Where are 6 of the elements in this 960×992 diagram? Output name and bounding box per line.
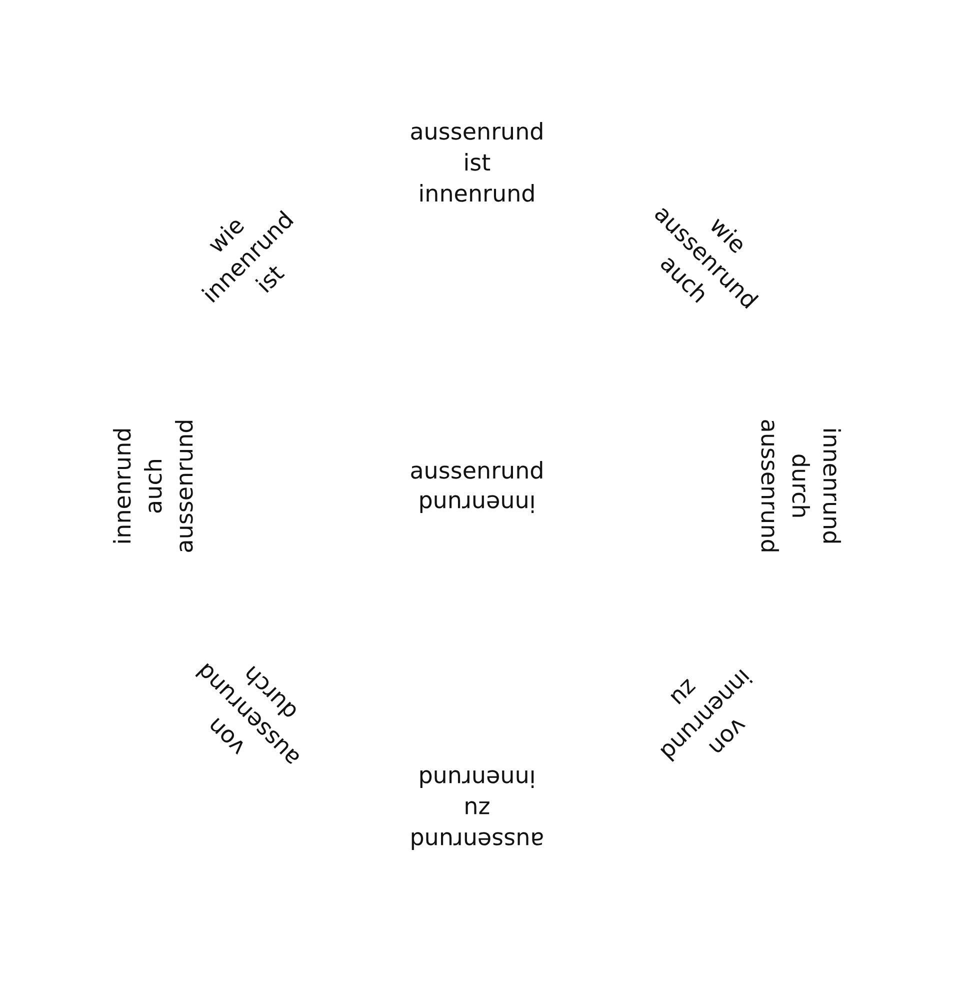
poem-verse: aussenrund zu innenrund [410,764,544,854]
poem-verse: innenrund auch aussenrund [110,418,200,554]
poem-verse: aussenrund [410,458,544,486]
poem-verse: innenrund durch aussenrund [754,418,844,554]
poem-verse: aussenrund ist innenrund [410,118,544,210]
poem-verse: innenrund [418,488,536,518]
